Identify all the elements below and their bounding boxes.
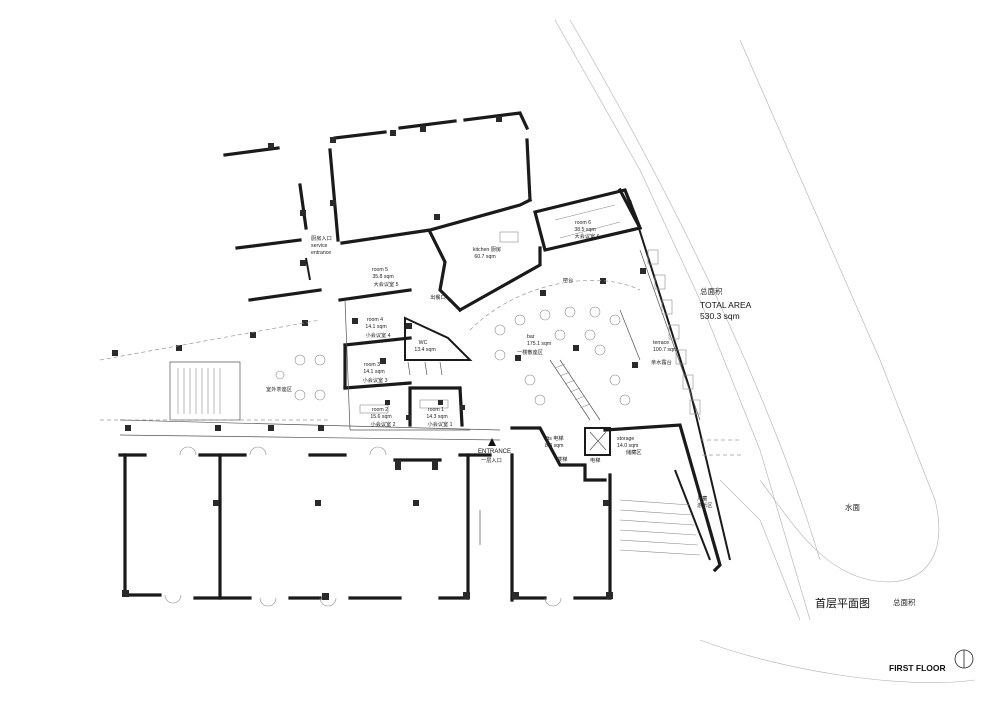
service-cn-label: 厨房入口 bbox=[311, 234, 332, 242]
room1-area: 14.3 sqm bbox=[426, 414, 447, 420]
storage-name: storage bbox=[617, 436, 634, 442]
room5-name: room 5 bbox=[372, 267, 388, 273]
serving-label: 出餐口 bbox=[430, 293, 446, 301]
water-label: 水面 bbox=[845, 502, 860, 512]
total-area-en: TOTAL AREA bbox=[700, 300, 752, 310]
terrace-area-value: 100.7 sqm bbox=[653, 347, 677, 353]
room3-cn: 小会议室 3 bbox=[362, 376, 387, 384]
outdoor-tea-label: 室外茶座区 bbox=[266, 385, 292, 393]
kitchen-name: kitchen 厨房 bbox=[473, 245, 501, 253]
title-en: FIRST FLOOR bbox=[889, 663, 946, 673]
room1-cn: 小会议室 1 bbox=[427, 420, 452, 428]
room6-name: room 6 bbox=[575, 220, 591, 226]
meeting-room-walls bbox=[338, 288, 470, 431]
storage-area: 14.0 sqm bbox=[617, 443, 638, 449]
room5-area: 35.8 sqm bbox=[372, 274, 393, 280]
entrance-cn-label: 一层入口 bbox=[481, 457, 502, 464]
room2-area: 15.6 sqm bbox=[370, 414, 391, 420]
room6-cn: 大会议室 6 bbox=[574, 232, 599, 240]
kids-label-1: 儿童 bbox=[697, 494, 707, 502]
title-cn-area: 总面积 bbox=[893, 597, 916, 607]
lift-storage bbox=[510, 423, 722, 573]
compass-icon bbox=[954, 649, 974, 669]
lifts-area: 8.0 sqm bbox=[545, 443, 563, 449]
total-area-value: 530.3 sqm bbox=[700, 311, 740, 321]
room5-cn: 大会议室 5 bbox=[373, 280, 398, 288]
room1-name: room 1 bbox=[428, 407, 444, 413]
terrace-cn: 亲水露台 bbox=[651, 358, 672, 366]
stair-tea-area bbox=[99, 319, 330, 421]
terrace-name: terrace bbox=[653, 340, 669, 346]
site-boundary bbox=[554, 19, 976, 683]
upper-columns bbox=[112, 116, 646, 368]
service-en1-label: service bbox=[311, 243, 328, 249]
kids-label-2: 游乐区 bbox=[697, 501, 713, 509]
room4-cn: 小会议室 4 bbox=[365, 331, 390, 339]
bar-area-value: 175.1 sqm bbox=[527, 341, 551, 347]
kitchen-walls bbox=[427, 229, 542, 313]
room3-name: room 3 bbox=[364, 362, 380, 368]
storage-cn: 储藏区 bbox=[626, 448, 642, 456]
room4-name: room 4 bbox=[367, 317, 383, 323]
lift-label: 电梯 bbox=[590, 456, 600, 464]
service-en2-label: entrance bbox=[311, 250, 331, 256]
room2-name: room 2 bbox=[372, 407, 388, 413]
bar-cn: 一楼散座区 bbox=[517, 348, 543, 356]
title-cn: 首层平面图 bbox=[815, 596, 870, 610]
lifts-name: lifts 电梯 bbox=[544, 434, 564, 442]
lower-building-walls bbox=[118, 419, 613, 607]
stair-label: 楼梯 bbox=[557, 455, 567, 463]
room4-area: 14.1 sqm bbox=[365, 324, 386, 330]
bar-area bbox=[469, 280, 641, 421]
bar-counter-label: 吧台 bbox=[563, 276, 573, 284]
entrance-arrow-icon bbox=[488, 438, 496, 446]
entrance-en-label: ENTRANCE bbox=[478, 449, 511, 455]
room6-area: 38.5 sqm bbox=[574, 227, 595, 233]
bar-name: bar bbox=[527, 334, 535, 340]
total-area-cn: 总面积 bbox=[700, 286, 723, 296]
kitchen-area: 60.7 sqm bbox=[474, 254, 495, 260]
wc-area: 13.4 sqm bbox=[414, 347, 435, 353]
upper-frame-walls bbox=[223, 111, 533, 302]
wc-walls bbox=[404, 316, 473, 376]
terrace-area bbox=[617, 187, 742, 561]
room2-cn: 小会议室 2 bbox=[370, 420, 395, 428]
room3-area: 14.1 sqm bbox=[363, 369, 384, 375]
wc-name: WC bbox=[419, 340, 428, 346]
